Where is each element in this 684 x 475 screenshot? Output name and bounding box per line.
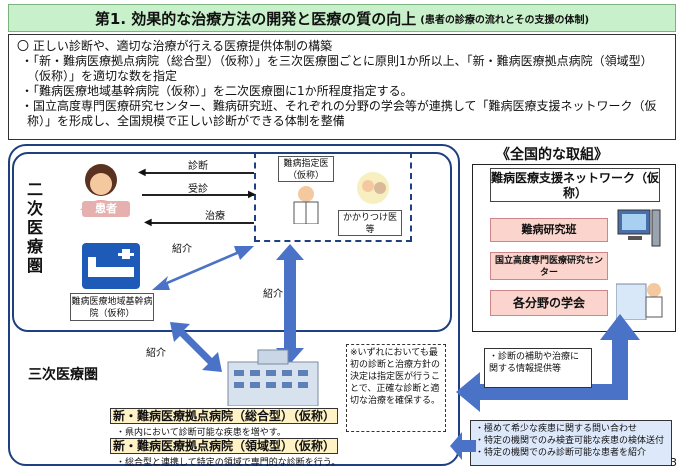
tertiary-area-frame: [8, 144, 460, 466]
doctor-icon: [293, 186, 319, 224]
network-title: 難病医療支援ネットワーク（仮称）: [491, 171, 660, 200]
referral-diagonal-arrow-icon: [170, 322, 222, 372]
regional-hospital-label: 難病医療地域基幹病院（仮称）: [70, 293, 154, 321]
inquiry-arrow-icon: [450, 432, 476, 460]
summary-heading: 〇 正しい診断や、適切な治療が行える医療提供体制の構築: [17, 39, 333, 53]
network-title-box: 難病医療支援ネットワーク（仮称）: [490, 168, 660, 202]
research-group-box: 難病研究班: [490, 218, 608, 242]
visit-arrow: [142, 194, 254, 196]
network-frame: [472, 164, 676, 332]
page-number: 3: [670, 456, 677, 469]
patient-tag: 患者: [82, 201, 130, 217]
page-title-bar: 第1. 効果的な治療方法の開発と医療の質の向上 (患者の診療の流れとその支援の体…: [8, 4, 676, 32]
academic-societies-box: 各分野の学会: [490, 290, 608, 316]
treatment-arrow: [148, 222, 254, 224]
visit-arrowhead-icon: ▶: [248, 189, 256, 200]
inquiry-item: ・特定の機関でのみ検査可能な疾患の検体送付: [475, 436, 665, 446]
inquiry-item: ・極めて希少な疾患に関する問い合わせ: [475, 424, 638, 434]
summary-bullet: ・「難病医療地域基幹病院（仮称）」を二次医療圏に1か所程度指定する。: [21, 84, 413, 98]
remark-note: ※いずれにおいても最初の診断と治療方針の決定は指定医が行うことで、正確な診断と適…: [346, 344, 446, 432]
referral-label: 紹介: [146, 348, 166, 359]
general-hospital-bar: 新・難病医療拠点病院（総合型）（仮称）: [110, 408, 338, 424]
diagnosis-arrowhead-icon: ◀: [138, 167, 146, 178]
page-title: 第1. 効果的な治療方法の開発と医療の質の向上: [94, 9, 417, 28]
treatment-label: 治療: [205, 211, 225, 222]
visit-label: 受診: [188, 184, 208, 195]
secondary-area-label: 二 次 医 療 圏: [26, 180, 43, 275]
domain-hospital-bar: 新・難病医療拠点病院（領域型）（仮称）: [110, 438, 338, 454]
national-heading: 《全国的な取組》: [496, 147, 608, 163]
support-info-box: ・診断の補助や治療に関する情報提供等: [484, 348, 592, 388]
referral-label: 紹介: [172, 244, 192, 255]
inquiry-box: ・極めて希少な疾患に関する問い合わせ ・特定の機関でのみ検査可能な疾患の検体送付…: [470, 420, 672, 466]
family-doctor-icon: [357, 172, 389, 204]
diagnosis-arrow: [142, 172, 254, 174]
treatment-arrowhead-icon: ◀: [144, 217, 152, 228]
general-hospital-note: ・県内において診断可能な疾患を増やす。: [116, 428, 286, 438]
summary-box: 〇 正しい診断や、適切な治療が行える医療提供体制の構築 ・「新・難病医療拠点病院…: [8, 34, 676, 140]
referral-label: 紹介: [263, 289, 283, 300]
ncenter-box: 国立高度専門医療研究センター: [490, 252, 608, 280]
computer-icon: [617, 209, 661, 247]
tertiary-area-label: 三次医療圏: [28, 367, 98, 383]
page-subtitle: (患者の診療の流れとその支援の体制): [420, 14, 590, 26]
referral-arrow-icon: [152, 246, 254, 290]
family-doctor-label: かかりつけ医等: [338, 210, 402, 236]
diagnosis-label: 診断: [188, 161, 208, 172]
designated-doctor-group: [254, 152, 412, 242]
inquiry-item: ・特定の機関でのみ診断可能な患者を紹介: [475, 448, 647, 458]
hospital-bed-icon: [82, 243, 140, 289]
designated-doctor-label: 難病指定医（仮称）: [278, 156, 334, 182]
referral-vertical-arrow-icon: [276, 244, 304, 364]
doctor-office-icon: [616, 283, 663, 320]
summary-bullet: ・国立高度専門医療研究センター、難病研究班、それぞれの分野の学会等が連携して「難…: [21, 99, 657, 128]
hospital-building-icon: [227, 349, 319, 406]
summary-bullet: ・「新・難病医療拠点病院（総合型）（仮称）」を三次医療圏ごとに原則1か所以上、「…: [21, 54, 653, 83]
domain-hospital-note: ・総合型と連携して特定の領域で専門的な診断を行う。: [116, 458, 341, 468]
